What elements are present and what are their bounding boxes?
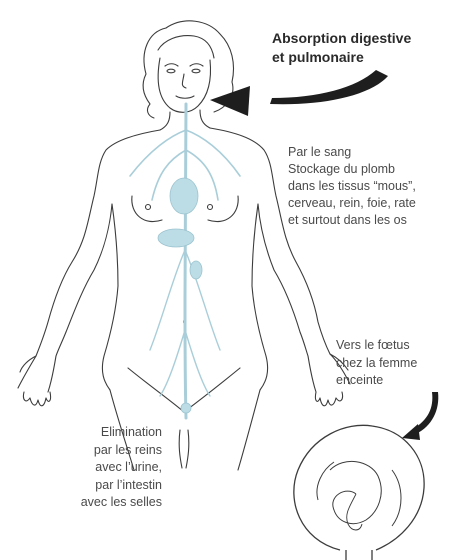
- absorption-arrow: [270, 70, 388, 104]
- blood-line-2: Stockage du plomb: [288, 161, 468, 178]
- absorption-label: Absorption digestive et pulmonaire: [272, 29, 467, 67]
- elimination-label: Elimination par les reins avec l’urine, …: [10, 424, 162, 512]
- absorption-line-2: et pulmonaire: [272, 48, 467, 67]
- blood-line-1: Par le sang: [288, 144, 468, 161]
- foetus-line-3: enceinte: [336, 372, 470, 390]
- torso-left-side: [102, 204, 118, 390]
- elim-line-1: Elimination: [10, 424, 162, 442]
- right-breast: [208, 196, 238, 222]
- foetus-label: Vers le fœtus chez la femme enceinte: [336, 337, 470, 390]
- blood-line-3: dans les tissus “mous”,: [288, 178, 468, 195]
- elim-line-4: par l’intestin: [10, 477, 162, 495]
- torso-right-side: [252, 204, 268, 390]
- foetus-line-1: Vers le fœtus: [336, 337, 470, 355]
- mouth: [176, 96, 194, 98]
- uterus-outline: [294, 425, 424, 560]
- left-arm-outline: [36, 130, 160, 356]
- blood-line-5: et surtout dans les os: [288, 212, 468, 229]
- right-eye: [192, 69, 200, 73]
- right-nipple: [208, 205, 213, 210]
- left-hand-outline: [18, 356, 56, 406]
- umbilical-cord: [347, 494, 362, 530]
- bladder: [181, 403, 191, 413]
- elim-line-3: avec l’urine,: [10, 459, 162, 477]
- nose: [182, 74, 186, 88]
- absorption-line-1: Absorption digestive: [272, 29, 467, 48]
- elim-line-5: avec les selles: [10, 494, 162, 512]
- left-inner-arm: [56, 204, 112, 356]
- organs: [158, 178, 202, 413]
- kidney: [190, 261, 202, 279]
- left-nipple: [146, 205, 151, 210]
- blood-line-4: cerveau, rein, foie, rate: [288, 195, 468, 212]
- uterus-foetus-illustration: [294, 425, 424, 560]
- foetus-line-2: chez la femme: [336, 355, 470, 373]
- circulatory-system: [130, 104, 240, 418]
- liver: [158, 229, 194, 247]
- eyebrows: [165, 64, 203, 66]
- blood-storage-label: Par le sang Stockage du plomb dans les t…: [288, 144, 468, 229]
- foetus-body: [317, 461, 401, 526]
- heart: [170, 178, 198, 214]
- elim-line-2: par les reins: [10, 442, 162, 460]
- foetus-arrowhead: [402, 424, 420, 440]
- left-eye: [167, 69, 175, 73]
